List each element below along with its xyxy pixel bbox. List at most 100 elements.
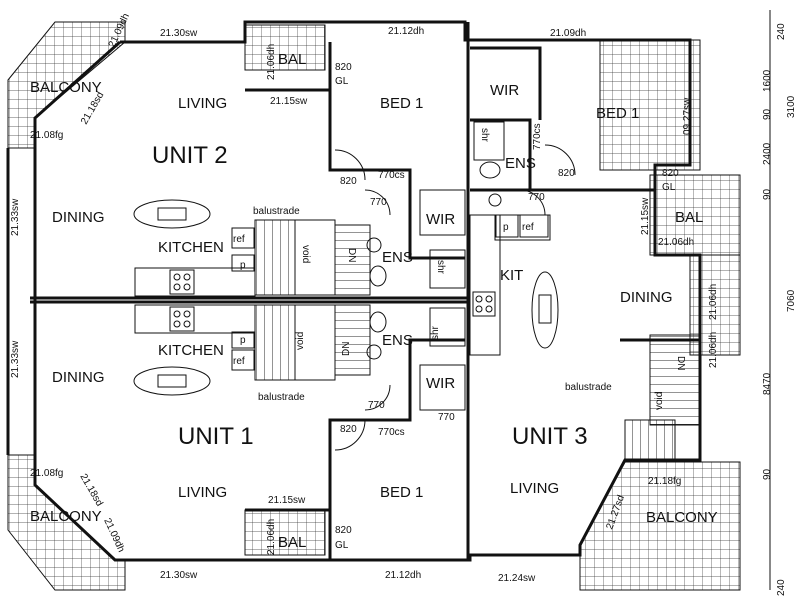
dim-u3-21-06dh-a: 21.06dh [658,237,694,248]
u3-door-820-ens: 820 [558,168,575,179]
u2-sink-icon [157,207,187,221]
u2-pantry-box [231,254,255,272]
u1-shr-label: shr [430,325,441,340]
u2-door-820-bal: 820 [335,62,352,73]
dim-u1-21-33sw: 21.33sw [10,340,21,378]
dim-top-u2-right: 21.12dh [388,26,424,37]
u2-basin-icon [366,237,382,253]
unit3-north-hatch [599,39,701,171]
u3-pantry-box [495,214,519,238]
u1-door-770cs: 770cs [378,427,405,438]
u1-ens-wall [408,338,465,400]
dim-u2-21-15sw: 21.15sw [270,96,308,107]
u3-ref-box [519,214,549,238]
u2-cooktop-icon [169,269,195,295]
u3-ens-wall [470,118,532,192]
u1-stair-b [334,304,371,376]
u1-stair-a [254,304,296,381]
u1-island [133,366,211,396]
side-dim-90b: 90 [762,188,773,200]
u3-basin-icon [488,193,502,207]
u3-void-label: void [654,392,665,410]
u1-basin-icon [366,344,382,360]
u3-stair [649,334,701,426]
u1-wir-label: WIR [426,375,455,392]
u3-p-label: p [503,222,509,233]
u1-dn-label: DN [341,342,352,356]
u1-p-label: p [240,335,246,346]
u1-door-820-bed: 820 [340,424,357,435]
u2-ens-wall [408,190,465,260]
u2-ens-door [364,189,391,216]
u3-island [531,271,559,349]
unit1-label: UNIT 1 [178,423,254,450]
u3-sink-icon [538,294,552,324]
u2-wir-label: WIR [426,211,455,228]
u2-dn-label: DN [346,248,357,262]
u1-bal-label: BAL [278,534,306,551]
u1-gl-label: GL [335,540,349,551]
u2-ens-label: ENS [382,249,413,266]
u3-770cs: 770cs [532,123,543,150]
dim-u3-21-06dh-b: 21.06dh [708,284,719,320]
u3-living-label: LIVING [510,480,559,497]
u2-living-label: LIVING [178,95,227,112]
unit3-label: UNIT 3 [512,423,588,450]
u3-ref-label: ref [522,222,534,233]
u3-bal-label: BAL [675,209,703,226]
u2-p-label: p [240,260,246,271]
u1-shower [429,307,466,347]
dim-u1-21-06dh: 21.06dh [266,519,277,555]
dim-u2-21-33sw: 21.33sw [10,198,21,236]
u1-cooktop-icon [169,306,195,332]
u2-stair-a [254,219,296,296]
dim-u3-21-15sw: 21.15sw [640,197,651,235]
u2-void-label: void [300,245,311,263]
unit1-bal-floor [244,509,326,556]
u1-door-770-wir: 770 [438,412,455,423]
side-dim-3100: 3100 [786,95,797,118]
u3-balustrade-label: balustrade [565,382,612,393]
u1-door-820-bal: 820 [335,525,352,536]
u1-dining-label: DINING [52,369,105,386]
side-dim-240a: 240 [776,23,787,40]
dim-u3-21-18fg: 21.18fg [648,476,681,487]
side-dim-8470: 8470 [762,372,773,395]
dim-u1-21-18sd: 21.18sd [77,472,104,508]
u1-living-label: LIVING [178,484,227,501]
u2-stair-b [334,224,371,296]
outer-wall-top [120,20,702,562]
unit3-bal-floor [649,174,741,256]
u2-bed-wall [328,42,412,190]
dim-bot-u1-right: 21.12dh [385,570,421,581]
u2-door-770cs: 770cs [378,170,405,181]
u3-dn-label: DN [675,356,686,370]
unit2-balcony-floor [7,21,126,149]
u1-bed-door [334,419,366,451]
u3-bed1-label: BED 1 [596,105,639,122]
dim-bot-u3: 21.24sw [498,573,536,584]
u1-pantry-box [231,331,255,349]
u3-kit-label: KIT [500,267,523,284]
u3-door-770: 770 [528,192,545,203]
u3-stair-landing [624,419,676,461]
dim-bot-u1-left: 21.30sw [160,570,198,581]
u3-balcony-label: BALCONY [646,509,718,526]
u1-wir-box [419,364,466,411]
side-dim-2400: 2400 [762,142,773,165]
u1-ens-door [364,384,391,411]
dim-u2-21-06dh: 21.06dh [266,44,277,80]
dim-u2-21-08fg: 21.08fg [30,130,63,141]
u3-cooktop-icon [472,291,496,317]
u2-ref-label: ref [233,234,245,245]
u1-ref-box [231,349,255,371]
u3-shr-label: shr [479,128,490,143]
u2-door-820-bed: 820 [340,176,357,187]
u2-bed-door [334,149,366,181]
u1-bed1-label: BED 1 [380,484,423,501]
u3-shower [473,121,505,161]
u1-kitchen-label: KITCHEN [158,342,224,359]
u1-bed-wall [328,400,412,560]
u1-ref-label: ref [233,356,245,367]
